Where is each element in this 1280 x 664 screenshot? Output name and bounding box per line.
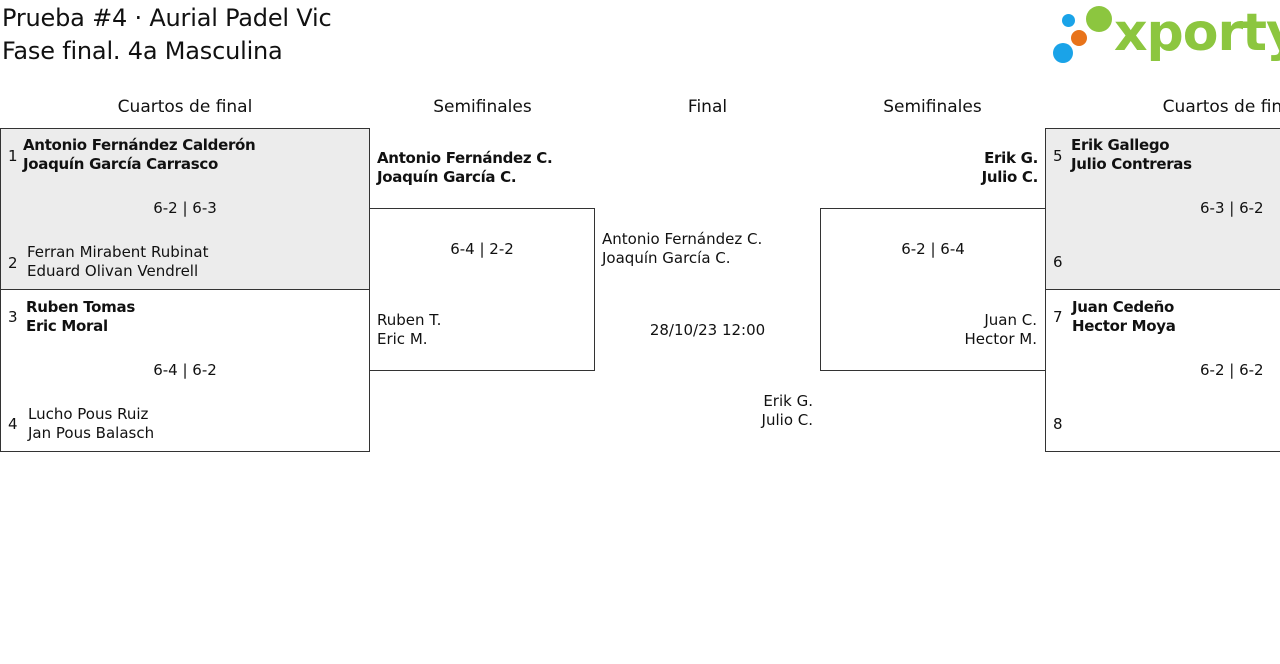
xporty-logo: xporty xyxy=(1050,3,1280,68)
team-player: Eduard Olivan Vendrell xyxy=(27,262,199,280)
match-semi-left[interactable]: 6-4 | 2-2 Ruben T. Eric M. xyxy=(369,208,595,371)
seed-number: 7 xyxy=(1053,308,1063,326)
match-quarter-right-2[interactable]: 7 Juan Cedeño Hector Moya 6-2 | 6-2 8 xyxy=(1045,289,1280,452)
team-player: Eric Moral xyxy=(26,317,108,335)
seed-number: 8 xyxy=(1053,415,1063,433)
page-subtitle: Fase final. 4a Masculina xyxy=(2,37,283,65)
logo-wordmark: xporty xyxy=(1114,3,1280,63)
match-quarter-left-2[interactable]: 3 Ruben Tomas Eric Moral 6-4 | 6-2 4 Luc… xyxy=(0,289,370,452)
team-player: Erik Gallego xyxy=(1071,136,1170,154)
team-player: Juan Cedeño xyxy=(1072,298,1175,316)
final-team-a-player: Antonio Fernández C. xyxy=(602,230,763,248)
match-score: 6-2 | 6-3 xyxy=(153,199,217,217)
seed-number: 4 xyxy=(8,415,18,433)
final-team-a-player: Joaquín García C. xyxy=(602,249,731,267)
team-player: Ruben Tomas xyxy=(26,298,135,316)
logo-dot-green xyxy=(1086,6,1112,32)
logo-dot-orange xyxy=(1071,30,1087,46)
page-title: Prueba #4 · Aurial Padel Vic xyxy=(2,4,332,32)
match-score: 6-4 | 2-2 xyxy=(450,240,514,258)
team-player: Antonio Fernández Calderón xyxy=(23,136,256,154)
match-score: 6-3 | 6-2 xyxy=(1200,199,1264,217)
final-team-b-player: Julio C. xyxy=(761,411,813,429)
match-quarter-left-1[interactable]: 1 Antonio Fernández Calderón Joaquín Gar… xyxy=(0,128,370,290)
column-header-left-semis: Semifinales xyxy=(433,97,532,117)
column-header-final: Final xyxy=(687,97,728,117)
team-player: Hector Moya xyxy=(1072,317,1176,335)
seed-number: 5 xyxy=(1053,147,1063,165)
semi-left-winner-player: Joaquín García C. xyxy=(377,168,517,186)
column-header-left-quarters: Cuartos de final xyxy=(117,97,253,117)
seed-number: 3 xyxy=(8,308,18,326)
seed-number: 2 xyxy=(8,254,18,272)
team-player: Ferran Mirabent Rubinat xyxy=(27,243,209,261)
final-datetime: 28/10/23 12:00 xyxy=(649,321,766,339)
match-score: 6-2 | 6-4 xyxy=(901,240,965,258)
semi-right-winner-player: Julio C. xyxy=(981,168,1039,186)
team-player: Lucho Pous Ruiz xyxy=(28,405,149,423)
logo-dot-blue-large xyxy=(1053,43,1073,63)
team-player: Joaquín García Carrasco xyxy=(23,155,218,173)
semi-left-winner-player: Antonio Fernández C. xyxy=(377,149,553,167)
team-player: Ruben T. xyxy=(377,311,442,329)
match-score: 6-4 | 6-2 xyxy=(153,361,217,379)
seed-number: 6 xyxy=(1053,253,1063,271)
team-player: Jan Pous Balasch xyxy=(28,424,155,442)
match-quarter-right-1[interactable]: 5 Erik Gallego Julio Contreras 6-3 | 6-2… xyxy=(1045,128,1280,290)
match-semi-right[interactable]: 6-2 | 6-4 Juan C. Hector M. xyxy=(820,208,1046,371)
match-score: 6-2 | 6-2 xyxy=(1200,361,1264,379)
column-header-right-semis: Semifinales xyxy=(883,97,982,117)
team-player: Julio Contreras xyxy=(1071,155,1192,173)
column-header-right-quarters: Cuartos de final xyxy=(1162,97,1280,117)
semi-right-winner-player: Erik G. xyxy=(984,149,1038,167)
team-player: Hector M. xyxy=(964,330,1037,348)
final-team-b-player: Erik G. xyxy=(763,392,813,410)
team-player: Juan C. xyxy=(984,311,1037,329)
seed-number: 1 xyxy=(8,147,18,165)
team-player: Eric M. xyxy=(377,330,428,348)
logo-dot-blue-small xyxy=(1062,14,1075,27)
